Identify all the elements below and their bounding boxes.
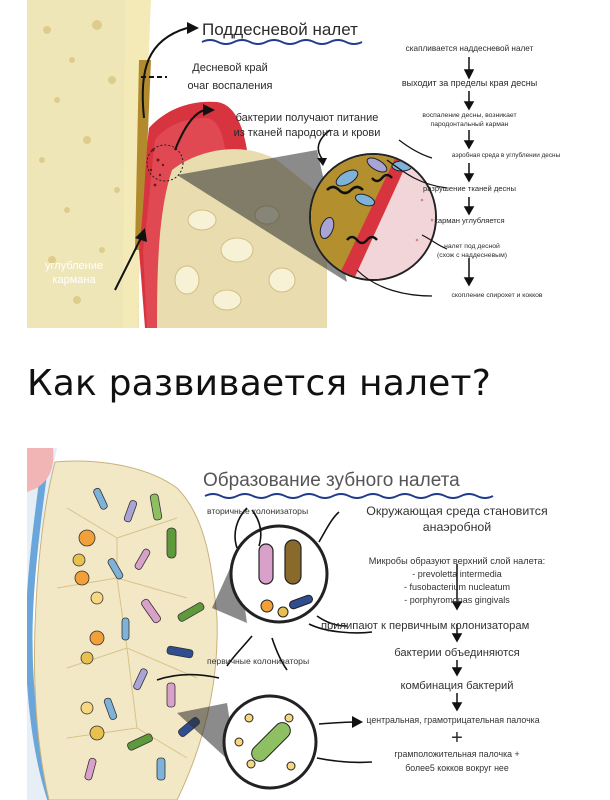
flow-step-6: карман углубляется <box>434 216 505 225</box>
plaque-illustration <box>27 448 494 800</box>
tooth-enamel-edge <box>27 448 55 800</box>
flow-step-7a: налет под десной <box>444 243 500 250</box>
main-heading: Как развивается налет? <box>27 363 491 404</box>
flow-step-7b: (схож с наддесневым) <box>436 252 508 259</box>
gum-top <box>27 448 54 492</box>
tooth-gum-illustration <box>27 0 475 328</box>
flow-arrows <box>463 57 475 287</box>
inflammation-label: очаг воспаления <box>187 80 273 92</box>
unite-label: бактерии объединяются <box>394 647 520 659</box>
gum-edge-label: Десневой край <box>192 62 268 74</box>
environment-line-2: анаэробной <box>422 520 492 534</box>
bottom-flow-arrows <box>451 564 463 712</box>
gram-positive-line-2: более5 кокков вокруг нее <box>405 763 509 773</box>
tooth-enamel <box>27 0 139 328</box>
primary-colonizers-label: первичные колонизаторы <box>207 656 310 666</box>
zoom-circle <box>309 153 437 281</box>
microbe-1: - prevoletta intermedia <box>412 569 502 579</box>
title-underline <box>204 493 494 499</box>
environment-line-1: Окружающая среда становится <box>366 504 548 518</box>
nutrition-label-1: бактерии получают питание <box>235 112 379 124</box>
plaque-band <box>135 60 151 250</box>
combination-label: комбинация бактерий <box>400 680 514 692</box>
microbes-header: Микробы образуют верхний слой налета: <box>368 556 546 566</box>
subgingival-title: Поддесневой налет <box>202 20 358 39</box>
pocket-label-1: углубление <box>45 260 103 272</box>
enamel-texture <box>39 20 120 304</box>
microbe-3: - porphyromonas gingivals <box>404 595 510 605</box>
flow-step-5: разрушение тканей десны <box>423 184 516 193</box>
flow-step-4: аэробная среда в углублении десны <box>451 152 561 159</box>
subgingival-plaque-diagram: Поддесневой налет Десневой край очаг вос… <box>27 0 583 328</box>
pocket-label-2: кармана <box>52 274 96 286</box>
attach-label: прилипают к первичным колонизаторам <box>321 620 530 632</box>
secondary-colonizers-label: вторичные колонизаторы <box>207 506 309 516</box>
plus-sign: + <box>451 727 463 749</box>
zoom-circle-lower <box>222 694 318 790</box>
flow-step-1: скапливается наддесневой налет <box>405 44 534 53</box>
flow-step-3a: воспаление десны, возникает <box>422 112 517 119</box>
gram-positive-line-1: грамположительная палочка + <box>394 749 520 759</box>
zoom-cone <box>177 150 347 282</box>
plaque-formation-title: Образование зубного налета <box>203 470 460 491</box>
plaque-formation-diagram: Образование зубного налета вторичные кол… <box>27 448 583 800</box>
flow-step-3b: пародонтальный карман <box>430 121 509 128</box>
zoom-circle-upper <box>229 524 329 624</box>
title-arrow <box>141 27 188 119</box>
flow-step-8: скопление спирохет и кокков <box>451 292 543 299</box>
nutrition-label-2: из тканей пародонта и крови <box>233 127 381 139</box>
central-rod-label: центральная, грамотрицательная палочка <box>366 715 540 725</box>
microbe-2: - fusobacterium nucleatum <box>403 582 511 592</box>
flow-step-2: выходит за пределы края десны <box>401 78 538 88</box>
zoom-origin-circle <box>146 144 184 182</box>
